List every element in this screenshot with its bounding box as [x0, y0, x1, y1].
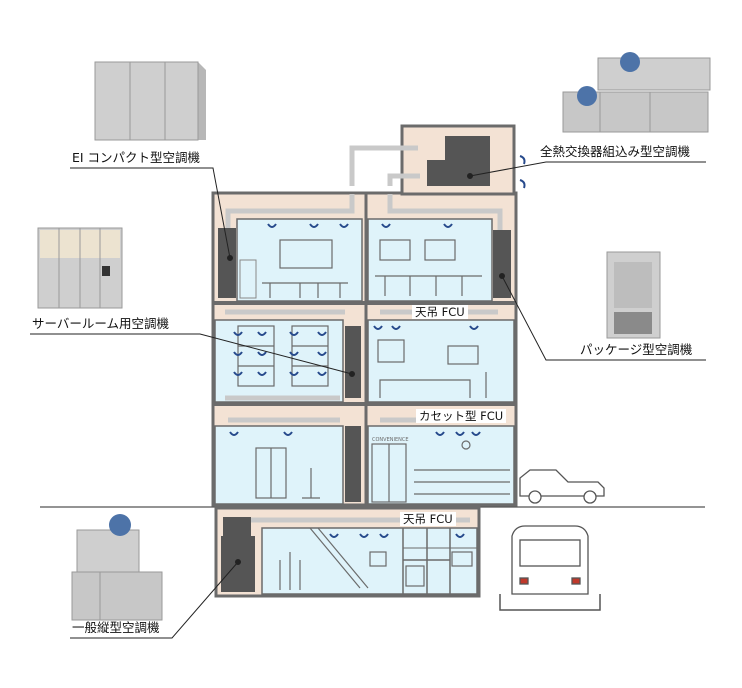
leader-lines [30, 161, 706, 639]
lounge-room [367, 319, 515, 403]
hvac-units [218, 136, 511, 592]
label-total-heat: 全熱交換器組込み型空調機 [540, 144, 691, 159]
package-product [606, 251, 661, 339]
rail-track [499, 594, 601, 611]
label-ei-compact: EI コンパクト型空調機 [72, 150, 201, 165]
room-details [237, 239, 510, 590]
label-server-room: サーバールーム用空調機 [32, 316, 170, 331]
ei-compact-product [94, 61, 206, 141]
zone-ceiling-fcu-upper: 天吊 FCU [412, 305, 468, 319]
building [211, 124, 518, 598]
train-illustration [511, 525, 589, 595]
zone-cassette-fcu: カセット型 FCU [416, 409, 507, 423]
product-images [37, 52, 711, 621]
shop-sign: CONVENIENCE [372, 437, 409, 443]
vertical-product [71, 514, 163, 621]
car-illustration [519, 469, 605, 504]
shop-room [367, 425, 515, 505]
server-room-product [37, 227, 123, 309]
total-heat-product [562, 52, 711, 133]
ei-compact-unit [218, 228, 236, 298]
label-vertical: 一般縦型空調機 [72, 620, 160, 635]
zone-ceiling-fcu-lower: 天吊 FCU [400, 512, 456, 526]
basement-vertical-unit [223, 517, 251, 537]
rooftop-total-heat-unit [427, 136, 490, 186]
lobby-room [214, 425, 344, 505]
label-package: パッケージ型空調機 [580, 342, 693, 357]
server-room-unit [345, 326, 361, 398]
package-unit [493, 230, 511, 298]
floor1-shaft-unit [345, 426, 361, 502]
air-outlets [229, 155, 526, 538]
